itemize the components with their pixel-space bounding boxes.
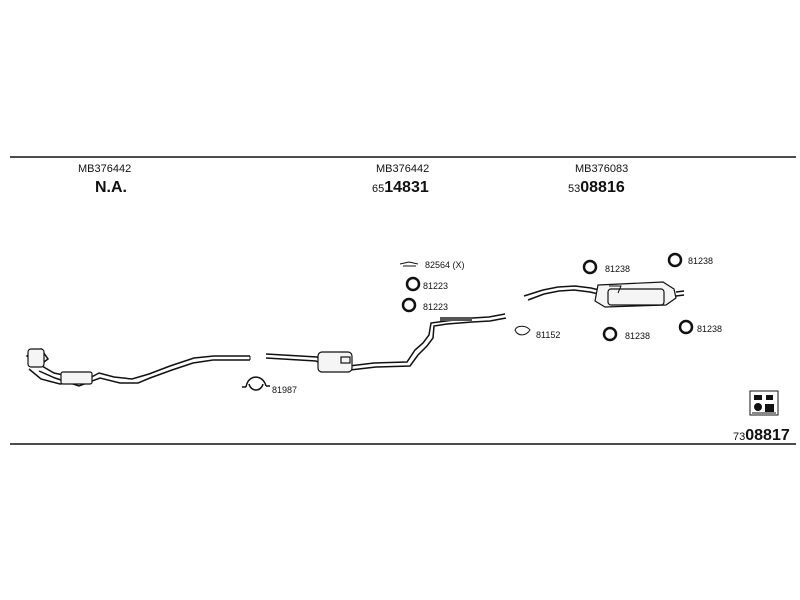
callout-rear-top-left: 81238: [605, 264, 630, 274]
ring-icon-rear-top-right: [667, 252, 683, 268]
footer-code: 7308817: [733, 427, 790, 444]
center-muffler-assembly: [265, 313, 507, 373]
right-code-prefix: 53: [568, 183, 580, 195]
right-code-number: 08816: [580, 179, 625, 196]
callout-ring-2: 81223: [423, 302, 448, 312]
ring-icon-top-2: [401, 297, 417, 313]
ring-icon-rear-top-left: [582, 259, 598, 275]
document-grid-icon: [749, 390, 779, 416]
center-code-number: 14831: [384, 179, 429, 196]
clamp-icon: [399, 261, 419, 267]
rear-muffler-assembly: [523, 281, 685, 308]
right-code: 5308816: [568, 179, 625, 196]
front-exhaust-assembly: [25, 348, 251, 387]
callout-gasket: 81152: [536, 330, 560, 340]
small-part-icons: [242, 261, 531, 391]
right-ref-code: MB376083: [575, 163, 628, 175]
callout-rear-top-right: 81238: [688, 256, 713, 266]
callout-rear-bottom-left: 81238: [625, 331, 650, 341]
callout-clamp-top: 82564 (X): [425, 260, 465, 270]
left-ref-code: MB376442: [78, 163, 131, 175]
footer-code-number: 08817: [745, 427, 790, 444]
ring-icon-rear-bottom-left: [602, 326, 618, 342]
left-value: N.A.: [95, 179, 127, 196]
ring-icon-top-1: [405, 276, 421, 292]
callout-rings: [401, 252, 694, 342]
center-ref-code: MB376442: [376, 163, 429, 175]
center-code: 6514831: [372, 179, 429, 196]
center-code-prefix: 65: [372, 183, 384, 195]
front-clamp-icon: [242, 376, 270, 391]
callout-ring-1: 81223: [423, 281, 448, 291]
ring-icon-rear-bottom-right: [678, 319, 694, 335]
footer-code-prefix: 73: [733, 431, 745, 443]
gasket-icon: [514, 325, 531, 336]
callout-front-clamp: 81987: [272, 385, 297, 395]
callout-rear-bottom-right: 81238: [697, 324, 722, 334]
